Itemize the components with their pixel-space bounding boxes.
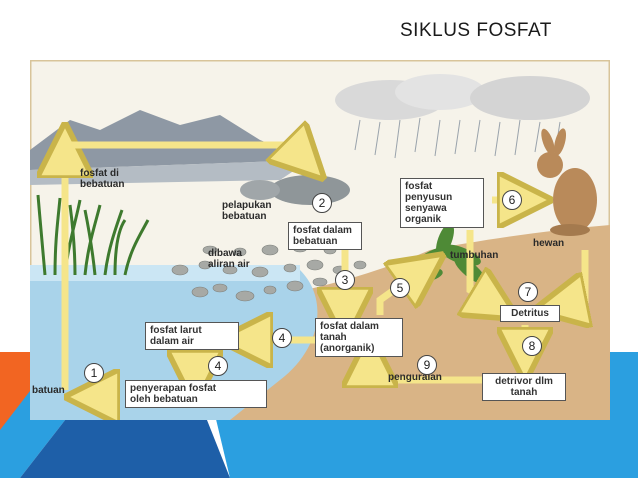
label-tumbuhan: tumbuhan bbox=[450, 250, 499, 261]
mountain-shadow bbox=[30, 160, 310, 185]
label-batuan: batuan bbox=[32, 385, 65, 396]
label-penguraian: penguraian bbox=[388, 372, 442, 383]
cloud bbox=[395, 74, 485, 110]
rock-outcrop bbox=[270, 175, 350, 205]
label-fosfat-di-bebatuan: fosfat di bebatuan bbox=[80, 168, 125, 190]
step-number: 9 bbox=[417, 355, 437, 375]
box-detritus: Detritus bbox=[500, 305, 560, 322]
box-fosfat-penyusun-senyawa-organik: fosfat penyusun senyawa organik bbox=[400, 178, 484, 228]
box-fosfat-larut-dalam-air: fosfat larut dalam air bbox=[145, 322, 239, 350]
box-detrivor-dalam-tanah: detrivor dlm tanah bbox=[482, 373, 566, 401]
box-fosfat-dalam-bebatuan: fosfat dalam bebatuan bbox=[288, 222, 362, 250]
step-number: 7 bbox=[518, 282, 538, 302]
step-number: 2 bbox=[312, 193, 332, 213]
rock-outcrop bbox=[240, 180, 280, 200]
arrow-step9 bbox=[370, 360, 482, 380]
slide-title: SIKLUS FOSFAT bbox=[400, 20, 552, 41]
arrow-hewan-detritus bbox=[560, 250, 585, 305]
arrow-step5 bbox=[376, 270, 422, 315]
box-fosfat-dalam-tanah: fosfat dalam tanah (anorganik) bbox=[315, 318, 403, 357]
reeds bbox=[36, 194, 150, 276]
arrow-to-weathering bbox=[61, 145, 305, 160]
step-number: 6 bbox=[502, 190, 522, 210]
arrow-organik-detritus bbox=[470, 230, 495, 305]
mountain bbox=[30, 110, 310, 170]
step-number: 8 bbox=[522, 336, 542, 356]
label-pelapukan-bebatuan: pelapukan bebatuan bbox=[222, 200, 272, 222]
cloud bbox=[470, 76, 590, 120]
label-hewan: hewan bbox=[533, 238, 565, 249]
diagram-illustration bbox=[28, 58, 612, 420]
rabbit bbox=[537, 128, 597, 236]
step-number: 5 bbox=[390, 278, 410, 298]
step-number: 4 bbox=[272, 328, 292, 348]
step-number: 1 bbox=[84, 363, 104, 383]
step-number: 4 bbox=[208, 356, 228, 376]
label-dibawa-aliran-air: dibawa aliran air bbox=[208, 248, 250, 270]
box-penyerapan-fosfat: penyerapan fosfat oleh bebatuan bbox=[125, 380, 267, 408]
step-number: 3 bbox=[335, 270, 355, 290]
rain bbox=[354, 117, 561, 159]
phosphate-cycle-diagram: fosfat di bebatuan pelapukan bebatuan di… bbox=[28, 58, 612, 420]
